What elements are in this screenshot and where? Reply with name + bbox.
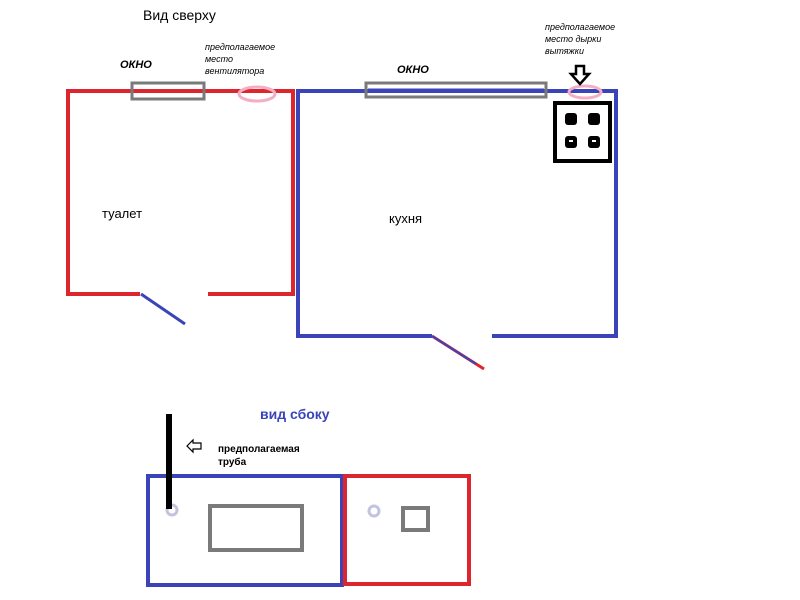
arrow-left-icon: [186, 438, 202, 454]
side-kitchen-window: [208, 504, 304, 552]
hood-note: предполагаемое место дырки вытяжки: [545, 22, 616, 56]
arrow-down-icon: [568, 64, 592, 86]
toilet-wall: [66, 89, 295, 296]
toilet-window: [130, 81, 206, 101]
side-kitchen-wall: [146, 474, 344, 587]
side-toilet-wall: [343, 474, 471, 586]
stove-icon: [553, 101, 612, 163]
toilet-door: [140, 292, 186, 326]
toilet-window-label: ОКНО: [120, 59, 152, 71]
toilet-label: туалет: [102, 206, 143, 221]
hood-vent-ring: [567, 84, 603, 100]
kitchen-room: [296, 89, 618, 338]
pipe-note: предполагаемая труба: [218, 444, 300, 468]
kitchen-label: кухня: [389, 211, 423, 226]
kitchen-window: [364, 81, 548, 99]
kitchen-wall: [296, 89, 618, 338]
top-view-title: Вид сверху: [143, 7, 216, 23]
side-toilet-window: [401, 506, 430, 532]
pipe-hole-toilet: [367, 504, 381, 518]
fan-vent-ring: [237, 85, 277, 103]
kitchen-window-label: ОКНО: [397, 64, 429, 76]
fan-note: предполагаемое место вентилятора: [205, 42, 276, 76]
side-view-title: вид сбоку: [260, 406, 330, 422]
toilet-room: [66, 89, 295, 296]
kitchen-door-blue: [431, 335, 477, 365]
